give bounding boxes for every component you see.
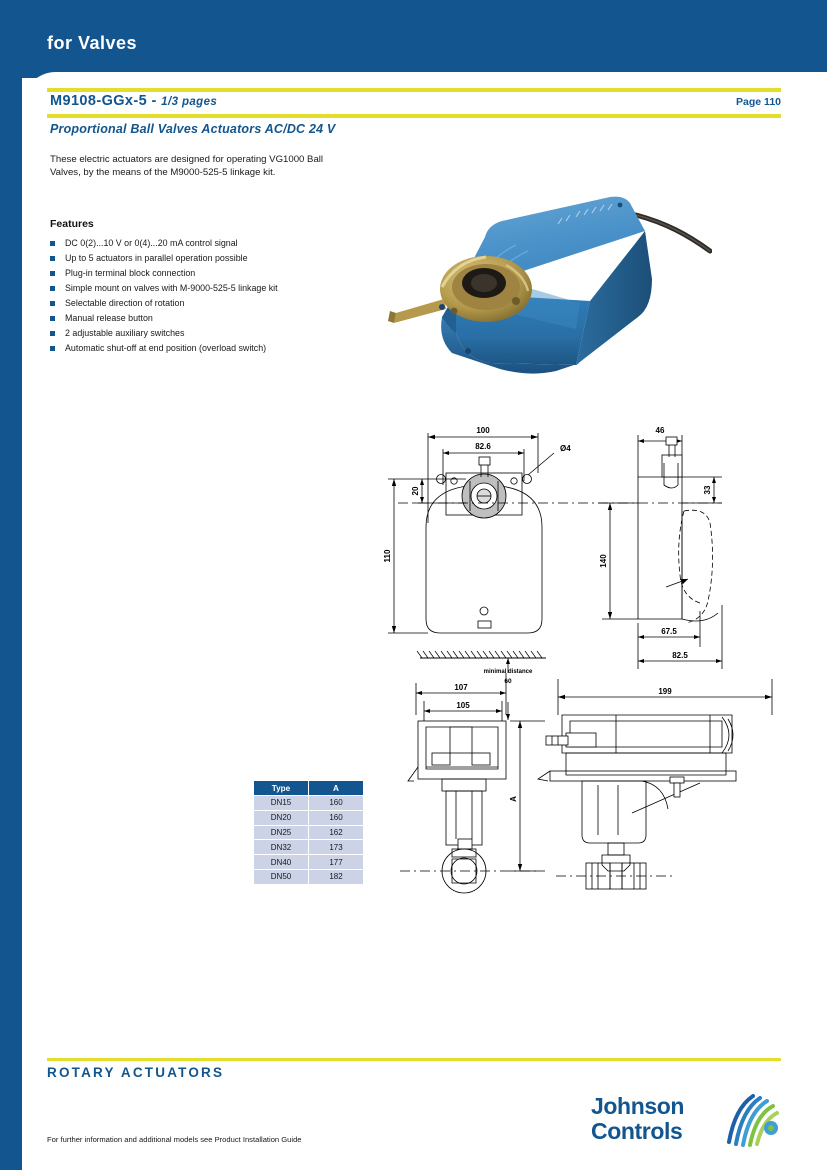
list-item: Automatic shut-off at end position (over… (50, 343, 350, 355)
dim-assembly-width-inner: 105 (456, 701, 470, 710)
square-bullet-icon (50, 285, 55, 291)
dim-side-small-height: 33 (703, 485, 712, 494)
list-item: Selectable direction of rotation (50, 298, 350, 310)
left-blue-spine (0, 0, 22, 1170)
feature-text: Plug-in terminal block connection (65, 267, 196, 278)
header-rule-top (47, 88, 781, 92)
table-row: DN50 182 (253, 868, 364, 885)
list-item: Simple mount on valves with M-9000-525-5… (50, 283, 350, 295)
square-bullet-icon (50, 345, 55, 351)
technical-drawings: 100 82.6 Ø4 20 110 46 33 140 67.5 82.5 1… (370, 415, 820, 935)
footer-rule (47, 1058, 781, 1061)
section-title: for Valves (47, 33, 138, 53)
johnson-controls-logo: Johnson Controls (591, 1092, 781, 1154)
list-item: Up to 5 actuators in parallel operation … (50, 253, 350, 265)
page-number: Page 110 (736, 96, 781, 108)
cell-a: 182 (308, 868, 364, 885)
logo-wordmark: Johnson Controls (591, 1094, 684, 1144)
product-subtitle: Proportional Ball Valves Actuators AC/DC… (50, 122, 336, 136)
footer-title: ROTARY ACTUATORS (47, 1065, 225, 1080)
dim-width-outer: 100 (476, 426, 490, 435)
dim-assembly-length: 199 (658, 687, 672, 696)
table-header-row: Type A (253, 780, 364, 796)
dim-offset: 20 (411, 486, 420, 495)
feature-text: Up to 5 actuators in parallel operation … (65, 252, 248, 263)
model-pages: 1/3 pages (161, 96, 218, 108)
content-panel (22, 72, 827, 1052)
table-row: DN15 160 (253, 795, 364, 811)
feature-text: DC 0(2)...10 V or 0(4)...20 mA control s… (65, 238, 238, 248)
features-heading: Features (50, 218, 94, 230)
feature-text: Automatic shut-off at end position (over… (65, 342, 267, 353)
logo-mark-icon (719, 1092, 781, 1155)
square-bullet-icon (50, 300, 55, 306)
header-rule-bottom (47, 114, 781, 118)
cell-a: 162 (308, 824, 364, 841)
feature-text: Simple mount on valves with M-9000-525-5… (65, 282, 278, 293)
footer-note: For further information and additional m… (47, 1135, 302, 1144)
product-photo (380, 183, 712, 388)
feature-text: Selectable direction of rotation (65, 297, 185, 308)
dim-minimal-distance: 60 (504, 678, 512, 685)
list-item: 2 adjustable auxiliary switches (50, 328, 350, 340)
dim-assembly-height-label: A (509, 796, 518, 802)
square-bullet-icon (50, 255, 55, 261)
list-item: DC 0(2)...10 V or 0(4)...20 mA control s… (50, 238, 350, 250)
table-row: DN20 160 (253, 809, 364, 826)
dim-width-inner: 82.6 (475, 442, 491, 451)
list-item: Manual release button (50, 313, 350, 325)
dim-side-height: 140 (599, 554, 608, 568)
cell-a: 160 (308, 795, 364, 811)
table-row: DN32 173 (253, 839, 364, 856)
cell-type: DN50 (253, 868, 309, 885)
cell-a: 173 (308, 839, 364, 856)
square-bullet-icon (50, 270, 55, 276)
cell-type: DN40 (253, 854, 309, 870)
cell-type: DN15 (253, 795, 309, 811)
cell-type: DN20 (253, 809, 309, 826)
label-minimal-distance: minimal distance (484, 669, 533, 675)
feature-text: Manual release button (65, 312, 153, 323)
logo-line-2: Controls (591, 1118, 683, 1144)
model-title: M9108-GGx-5 - 1/3 pages (50, 93, 217, 109)
intro-paragraph: These electric actuators are designed fo… (50, 154, 324, 179)
table-row: DN40 177 (253, 854, 364, 870)
dim-side-top-width: 46 (656, 426, 665, 435)
dim-depth-outer: 82.5 (672, 651, 688, 660)
feature-text: 2 adjustable auxiliary switches (65, 327, 185, 338)
features-list: DC 0(2)...10 V or 0(4)...20 mA control s… (50, 238, 350, 358)
square-bullet-icon (50, 315, 55, 321)
cell-type: DN32 (253, 839, 309, 856)
header-blue-band (0, 0, 827, 78)
cell-a: 160 (308, 809, 364, 826)
cell-a: 177 (308, 854, 364, 870)
square-bullet-icon (50, 241, 55, 246)
dim-depth-inner: 67.5 (661, 627, 677, 636)
model-number: M9108-GGx-5 - (50, 93, 162, 109)
list-item: Plug-in terminal block connection (50, 268, 350, 280)
dimension-table: Type A DN15 160 DN20 160 DN25 162 DN32 1… (253, 780, 364, 885)
cell-type: DN25 (253, 824, 309, 841)
dim-assembly-width-outer: 107 (454, 683, 468, 692)
dim-hole-dia: Ø4 (560, 444, 571, 453)
logo-line-1: Johnson (591, 1093, 685, 1119)
column-header-a: A (308, 780, 364, 796)
dim-height: 110 (383, 549, 392, 562)
square-bullet-icon (50, 330, 55, 336)
column-header-type: Type (253, 780, 309, 796)
table-row: DN25 162 (253, 824, 364, 841)
